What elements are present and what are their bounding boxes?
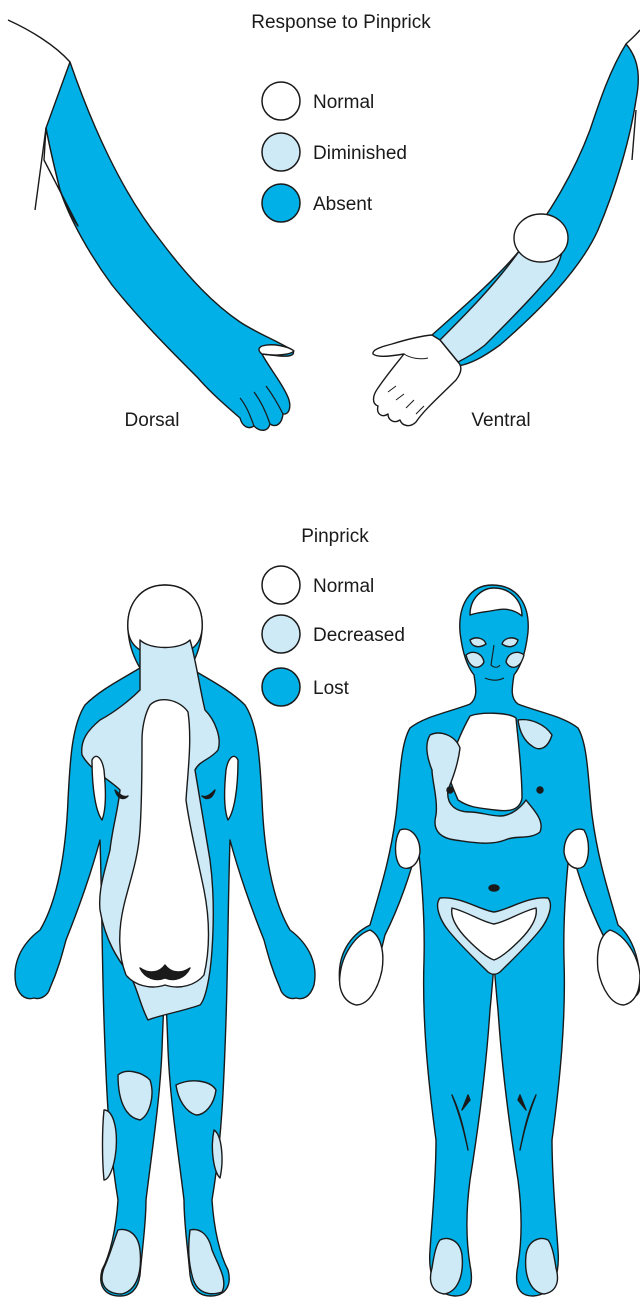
legend-normal: Normal xyxy=(262,82,374,120)
legend-absent: Absent xyxy=(262,184,373,222)
front-nipple-right xyxy=(537,787,543,793)
legend-label-normal: Normal xyxy=(313,92,374,113)
body-legend-label-decreased: Decreased xyxy=(313,625,405,646)
body-legend-label-normal: Normal xyxy=(313,576,374,597)
legend-label-diminished: Diminished xyxy=(313,143,407,164)
dorsal-arm xyxy=(8,20,294,430)
dorsal-arm-region-absent xyxy=(46,62,294,430)
body-legend-normal: Normal xyxy=(262,566,374,604)
dorsal-label: Dorsal xyxy=(125,410,180,431)
body-legend-decreased: Decreased xyxy=(262,615,405,653)
legend-swatch-diminished xyxy=(262,133,300,171)
legend-diminished: Diminished xyxy=(262,133,407,171)
ventral-hand xyxy=(373,335,461,426)
body-legend: Normal Decreased Lost xyxy=(262,566,405,706)
ventral-label: Ventral xyxy=(471,410,530,431)
body-legend-swatch-normal xyxy=(262,566,300,604)
body-legend-label-lost: Lost xyxy=(313,678,350,699)
ventral-arm xyxy=(373,30,640,426)
body-legend-lost: Lost xyxy=(262,668,350,706)
body-legend-swatch-lost xyxy=(262,668,300,706)
front-navel xyxy=(489,885,499,891)
arm-panel-title: Response to Pinprick xyxy=(251,12,431,33)
arm-legend: Normal Diminished Absent xyxy=(262,82,407,222)
front-hand-left-normal xyxy=(340,930,383,1005)
front-body xyxy=(339,585,640,1296)
front-nipple-left xyxy=(447,787,453,793)
body-panel-title: Pinprick xyxy=(301,526,369,547)
legend-swatch-absent xyxy=(262,184,300,222)
legend-swatch-normal xyxy=(262,82,300,120)
dorsal-thumb xyxy=(259,345,294,355)
back-foot-left-decreased xyxy=(102,1230,140,1294)
body-legend-swatch-decreased xyxy=(262,615,300,653)
legend-label-absent: Absent xyxy=(313,194,373,215)
ventral-arm-region-normal xyxy=(514,214,568,262)
front-hand-right-normal xyxy=(598,930,640,1005)
